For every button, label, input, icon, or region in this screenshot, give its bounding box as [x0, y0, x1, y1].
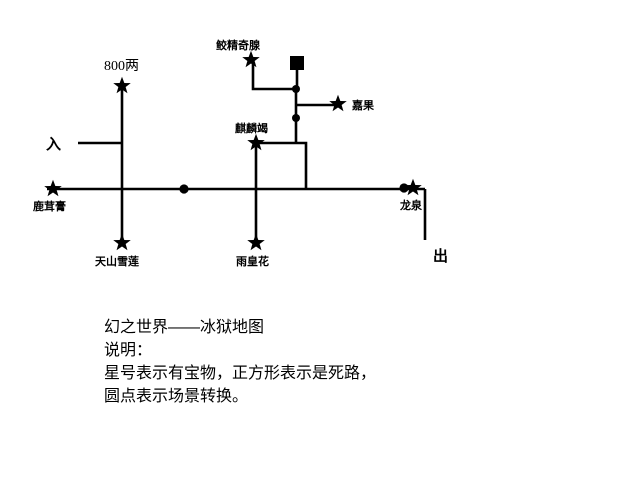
treasure-stars — [44, 50, 422, 251]
legend-note-line-2: 圆点表示场景转换。 — [104, 388, 249, 405]
star-icon-longquan — [404, 178, 422, 196]
label-jiaojingqixian: 鲛精奇腺 — [216, 38, 261, 52]
star-icon-jiaguo — [329, 94, 347, 112]
map-node-labels: 800两 鲛精奇腺 嘉果 麒麟竭 鹿茸膏 龙泉 天山雪莲 雨皇花 — [33, 38, 423, 268]
label-tianshanxuelian: 天山雪莲 — [95, 254, 139, 268]
label-exit: 出 — [433, 247, 448, 265]
dead-end-square — [290, 56, 304, 70]
star-icon-lurongguo — [44, 179, 62, 197]
label-lurongguo: 鹿茸膏 — [33, 199, 66, 213]
dot-main-corridor — [179, 184, 189, 194]
star-icon-yuhuanghua — [247, 233, 265, 251]
path-jiaojing-branch — [251, 62, 296, 91]
label-longquan: 龙泉 — [399, 198, 423, 212]
scene-transition-dots — [179, 85, 409, 194]
map-legend: 幻之世界——冰狱地图 说明： 星号表示有宝物，正方形表示是死路， 圆点表示场景转… — [104, 316, 524, 408]
label-entrance: 入 — [46, 136, 61, 153]
star-icon-tianshanxuelian — [113, 233, 131, 251]
legend-note-label: 说明： — [104, 342, 153, 359]
dot-upper-junction — [292, 85, 300, 93]
path-qilin-room — [255, 141, 308, 189]
dot-longquan-gate — [399, 183, 409, 193]
map-title: 幻之世界——冰狱地图 — [104, 319, 265, 336]
label-800liang: 800两 — [104, 59, 139, 74]
legend-note-line-1: 星号表示有宝物，正方形表示是死路， — [104, 365, 377, 382]
label-yuhuanghua: 雨皇花 — [236, 254, 269, 268]
map-gate-labels: 入 出 — [46, 136, 448, 265]
label-qilinjie: 麒麟竭 — [235, 121, 268, 135]
dot-lower-junction — [292, 114, 300, 122]
label-jiaguo: 嘉果 — [351, 98, 374, 112]
map-paths — [47, 62, 427, 243]
star-icon-jiaojingqixian — [242, 50, 260, 68]
